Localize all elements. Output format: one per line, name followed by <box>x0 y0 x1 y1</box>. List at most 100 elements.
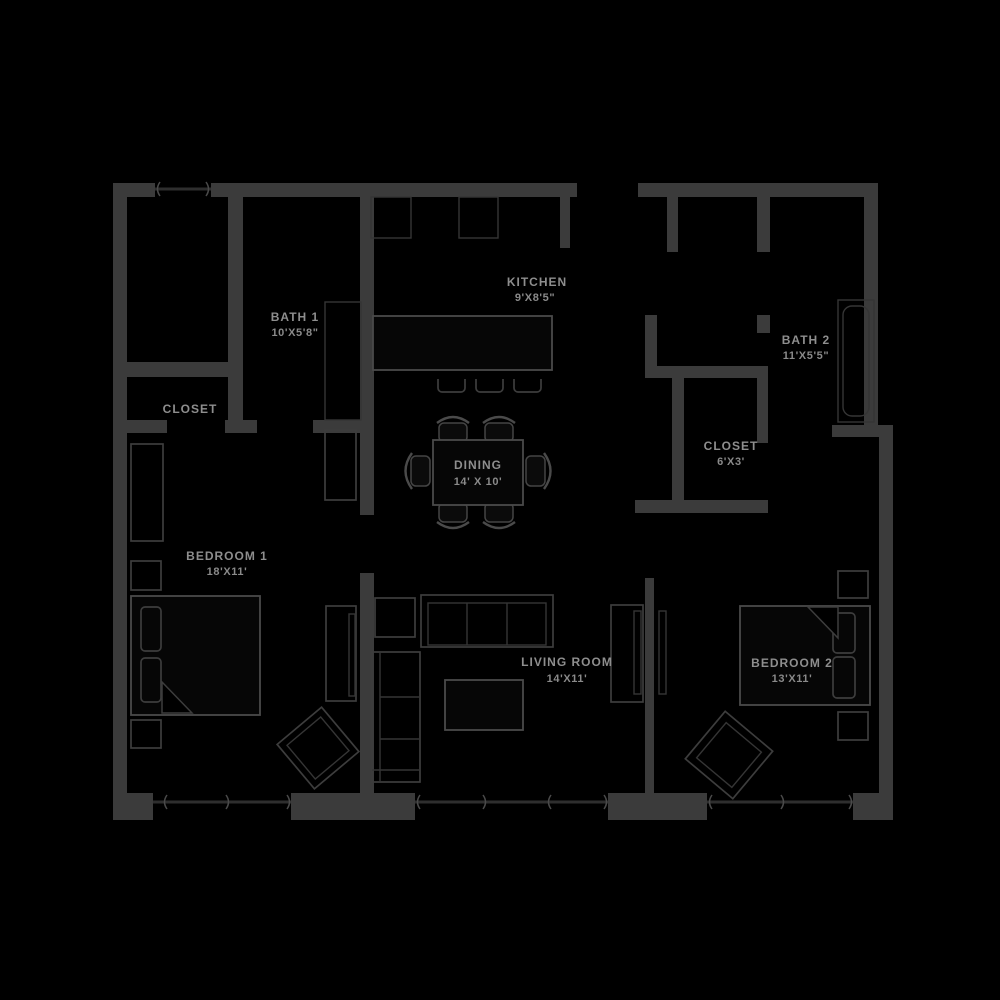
pillow-icon <box>832 656 856 699</box>
sectional-icon <box>371 651 421 783</box>
wall-segment <box>879 425 893 820</box>
wall-segment <box>127 362 243 377</box>
window-mark <box>547 794 552 810</box>
sink-icon <box>370 196 412 239</box>
pillow-icon <box>140 657 162 703</box>
window-mark <box>482 794 487 810</box>
kitchen-island <box>372 315 553 371</box>
bedroom2-furniture <box>658 570 871 800</box>
wall-segment <box>291 793 415 820</box>
tv-icon <box>633 610 642 695</box>
window-mark <box>163 794 168 810</box>
wall-segment <box>313 420 360 433</box>
chair-seat <box>695 721 763 789</box>
chair-frame <box>275 705 361 791</box>
bath1-dims: 10'X5'8" <box>271 327 318 339</box>
closet-right-dims: 6'X3' <box>717 456 745 468</box>
windows <box>153 181 853 810</box>
chair-frame <box>684 710 774 800</box>
kitchen-label: KITCHEN <box>507 275 567 289</box>
barstool-icon <box>513 379 542 393</box>
wall-segment <box>757 195 770 252</box>
dining-label: DINING <box>454 458 502 472</box>
wall-segment <box>667 195 678 252</box>
wall-segment <box>228 377 243 420</box>
living-room-dims: 14'X11' <box>547 673 588 685</box>
dining-chair-icon <box>482 415 516 424</box>
bathtub-icon <box>837 299 875 423</box>
dining-chair-icon <box>482 521 516 530</box>
wall-segment <box>672 378 684 508</box>
window-mark <box>416 794 421 810</box>
living-room-label: LIVING ROOM <box>521 655 613 669</box>
bath2-dims: 11'X5'5" <box>783 350 829 362</box>
nightstand-icon <box>837 570 869 599</box>
wall-segment <box>360 573 374 793</box>
wall-segment <box>638 183 878 197</box>
nightstand-icon <box>130 560 162 591</box>
window-mark <box>603 794 608 810</box>
wall-segment <box>853 793 893 820</box>
kitchen-fixtures <box>370 196 553 393</box>
wall-segment <box>635 500 768 513</box>
wall-segment <box>360 197 374 515</box>
bedroom1-dims: 18'X11' <box>207 566 248 578</box>
dining-chair-icon <box>404 452 413 490</box>
wall-segment <box>645 366 768 378</box>
bed-icon <box>130 595 261 716</box>
pillow-icon <box>140 606 162 652</box>
closet-right-label: CLOSET <box>704 439 759 453</box>
bath2-label: BATH 2 <box>782 333 830 347</box>
media-console-icon <box>325 605 357 702</box>
chair-seat <box>286 716 350 780</box>
wall-segment <box>113 183 127 820</box>
dining-set <box>404 415 552 530</box>
dining-chair-icon <box>436 415 470 424</box>
range-icon <box>458 196 499 239</box>
wall-segment <box>645 578 654 793</box>
barstool-icon <box>475 379 504 393</box>
wall-segment <box>211 183 577 197</box>
bedroom2-label: BEDROOM 2 <box>751 656 833 670</box>
bathtub-basin-icon <box>842 305 870 417</box>
wall-segment <box>645 315 657 378</box>
wall-segment <box>127 420 167 433</box>
tv-icon <box>658 610 667 695</box>
wall-segment <box>608 793 707 820</box>
sofa-cushions <box>427 602 547 646</box>
living-room-furniture <box>371 594 644 783</box>
shower-icon <box>324 301 362 421</box>
bedroom1-furniture <box>130 429 361 791</box>
dining-chair-icon <box>410 455 431 487</box>
window-mark <box>848 794 853 810</box>
dining-dims: 14' X 10' <box>454 476 503 488</box>
bath1-label: BATH 1 <box>271 310 319 324</box>
dining-chair-icon <box>436 521 470 530</box>
window-mark <box>780 794 785 810</box>
wall-segment <box>757 378 768 443</box>
tv-console-icon <box>610 604 644 703</box>
bedroom2-dims: 13'X11' <box>772 673 813 685</box>
wall-segment <box>560 197 570 248</box>
nightstand-icon <box>130 719 162 749</box>
window-mark <box>286 794 291 810</box>
walls <box>113 183 893 820</box>
wall-segment <box>757 315 770 333</box>
bedroom1-label: BEDROOM 1 <box>186 549 268 563</box>
window-mark <box>708 794 713 810</box>
coffee-table <box>444 679 524 731</box>
window-mark <box>205 181 210 197</box>
armchair-icon <box>374 597 416 638</box>
window-mark <box>225 794 230 810</box>
blanket-fold <box>806 606 839 640</box>
wardrobe-icon <box>130 443 164 542</box>
dining-chair-icon <box>525 455 546 487</box>
wall-segment <box>113 793 153 820</box>
wall-segment <box>228 197 243 367</box>
accent-chair-icon <box>275 705 361 791</box>
tv-icon <box>348 613 356 697</box>
barstool-icon <box>437 379 466 393</box>
blanket-fold <box>161 680 194 714</box>
bath-fixtures <box>324 299 875 423</box>
dining-chair-icon <box>543 452 552 490</box>
